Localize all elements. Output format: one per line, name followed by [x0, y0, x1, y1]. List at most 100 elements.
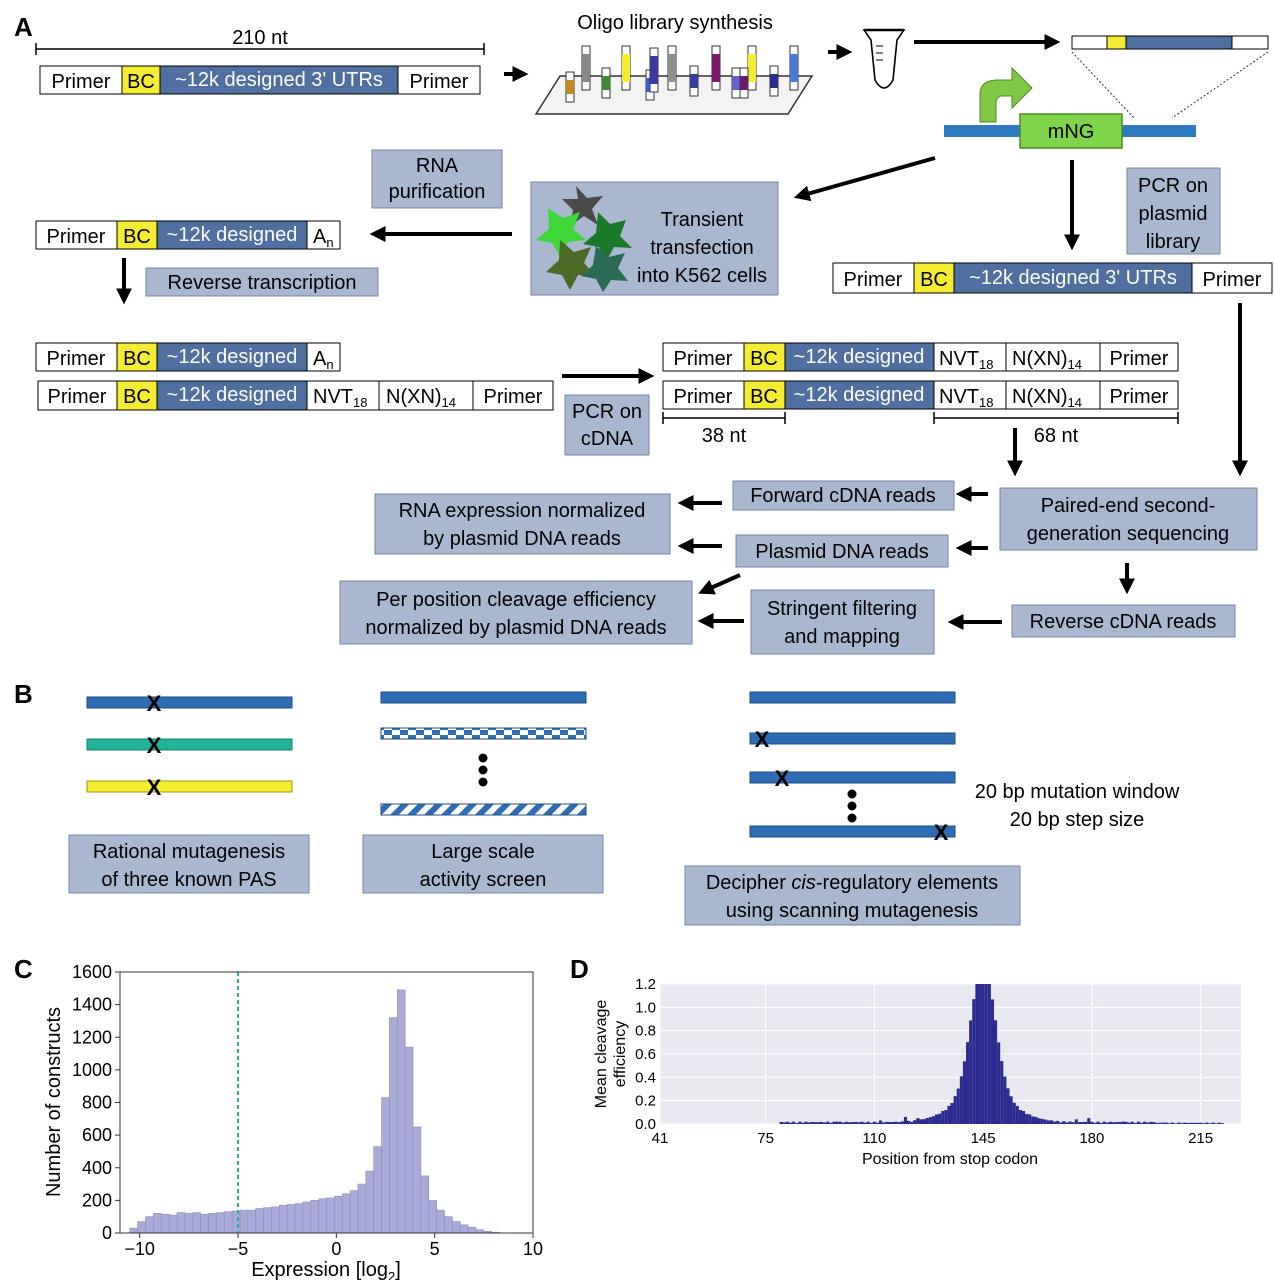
cleavage-bar: [1062, 1121, 1066, 1124]
cleavage-bar: [1192, 1122, 1196, 1124]
cleavage-bar: [1211, 1122, 1215, 1124]
histogram-bar: [255, 1208, 264, 1233]
cleavage-bar: [1046, 1120, 1050, 1124]
cleavage-bar: [1053, 1121, 1057, 1124]
histogram-bar: [223, 1211, 233, 1233]
cleavage-bar: [1155, 1122, 1159, 1124]
cleavage-bar: [959, 1076, 963, 1124]
svg-text:NVT18: NVT18: [939, 348, 993, 372]
promoter-arrow-icon: [979, 66, 1033, 123]
cleavage-bar: [1065, 1122, 1069, 1124]
cleavage-bar: [888, 1122, 892, 1124]
cleavage-bar: [1034, 1116, 1038, 1124]
cleavage-bar: [1006, 1088, 1010, 1124]
oligo-strand-fill: [602, 76, 610, 90]
cleavage-bar: [1220, 1123, 1224, 1124]
svg-text:~12k designed: ~12k designed: [794, 384, 925, 406]
c-y-tick-label: 1600: [72, 962, 112, 982]
cleavage-bar: [1071, 1122, 1075, 1124]
cleavage-bar: [934, 1114, 939, 1124]
cleavage-bar: [866, 1121, 870, 1124]
cleavage-bar: [841, 1122, 845, 1124]
cleavage-bar: [1208, 1123, 1212, 1124]
cleavage-bar: [792, 1121, 796, 1124]
plasmid-construct: Primer BC ~12k designed 3' UTRs Primer: [832, 262, 1273, 294]
svg-text:cDNA: cDNA: [581, 428, 634, 450]
cleavage-bar: [916, 1118, 920, 1124]
histogram-bar: [129, 1227, 138, 1233]
histogram-bar: [184, 1213, 194, 1233]
svg-text:BC: BC: [123, 348, 151, 370]
insert-schematic: [1071, 35, 1269, 119]
svg-text:by plasmid DNA reads: by plasmid DNA reads: [423, 528, 621, 550]
svg-text:An: An: [313, 348, 334, 372]
svg-text:N(XN)14: N(XN)14: [1012, 348, 1082, 372]
d-x-tick-label: 41: [652, 1130, 669, 1147]
histogram-bar: [145, 1216, 154, 1233]
c-y-tick-label: 1400: [72, 995, 112, 1015]
c-y-axis-label: Number of constructs: [43, 1007, 65, 1197]
histogram-bar: [239, 1209, 249, 1233]
histogram-bar: [302, 1201, 312, 1233]
cleavage-bar: [1040, 1118, 1044, 1124]
histogram-bar: [444, 1216, 453, 1233]
d-y-tick-label: 1.2: [635, 976, 656, 993]
plasmid-reporter: mNG: [944, 66, 1196, 149]
large-scale-scheme: Large scale activity screen: [362, 691, 604, 894]
cleavage-bar: [1121, 1121, 1125, 1124]
svg-text:~12k designed 3' UTRs: ~12k designed 3' UTRs: [969, 267, 1177, 289]
c-y-tick-label: 800: [82, 1093, 112, 1113]
cleavage-bar: [1025, 1114, 1029, 1124]
svg-text:BC: BC: [750, 386, 778, 408]
histogram-bar: [192, 1212, 201, 1233]
svg-text:Transient: Transient: [661, 209, 744, 231]
cleavage-bar: [801, 1122, 805, 1124]
histogram-bar: [334, 1195, 343, 1233]
svg-text:Primer: Primer: [1110, 386, 1169, 408]
svg-text:into K562 cells: into K562 cells: [637, 265, 767, 287]
cleavage-bar: [910, 1121, 914, 1124]
cleavage-bar: [1074, 1119, 1078, 1124]
cleavage-bar: [1143, 1121, 1147, 1124]
cleavage-bar: [1099, 1122, 1103, 1124]
cleavage-bar: [981, 984, 985, 1124]
cleavage-bar: [823, 1122, 827, 1124]
cleavage-bar: [1068, 1121, 1072, 1124]
oligo-strand-fill: [650, 56, 658, 84]
cleavage-bar: [1202, 1123, 1206, 1124]
cleavage-bar: [1189, 1122, 1193, 1124]
cleavage-bar: [975, 984, 979, 1124]
cleavage-bar: [1136, 1121, 1141, 1124]
cleavage-bar: [826, 1121, 830, 1124]
cleavage-bar: [891, 1121, 895, 1124]
panel-label-d: D: [570, 954, 589, 984]
svg-text:activity screen: activity screen: [420, 869, 547, 891]
histogram-bar: [459, 1224, 469, 1233]
cleavage-bar: [1080, 1122, 1085, 1124]
cleavage-bar: [795, 1123, 799, 1124]
cleavage-bar: [1037, 1118, 1041, 1124]
cleavage-bar: [1015, 1105, 1019, 1124]
rational-mutagenesis-scheme: X X X Rational mutagenesis of three know…: [68, 691, 310, 894]
oligo-design-construct: 210 nt Primer BC ~12k designed 3' UTRs P…: [35, 27, 485, 95]
cleavage-bar: [1118, 1122, 1122, 1124]
svg-text:plasmid: plasmid: [1139, 203, 1208, 225]
amplicon-construct-1: Primer BC ~12k designed NVT18 N(XN)14 Pr…: [662, 342, 1179, 372]
histogram-bar: [381, 1097, 390, 1233]
histogram-bar: [176, 1212, 186, 1233]
cleavage-bar: [872, 1121, 876, 1124]
svg-text:Paired-end second-: Paired-end second-: [1041, 495, 1216, 517]
d-y-axis-label-1: Mean cleavage: [593, 1000, 610, 1109]
histogram-bar: [208, 1213, 217, 1233]
cleavage-bar: [1158, 1122, 1162, 1124]
cleavage-bar: [1177, 1122, 1181, 1124]
svg-text:BC: BC: [123, 386, 151, 408]
cleavage-bar: [1115, 1122, 1119, 1124]
cleavage-bar: [1130, 1121, 1134, 1124]
histogram-bar: [357, 1183, 367, 1233]
oligo-strand-fill: [740, 76, 748, 90]
svg-text:Primer: Primer: [47, 226, 106, 248]
d-y-tick-label: 0.6: [635, 1046, 656, 1063]
oligo-strand-fill: [732, 76, 740, 90]
